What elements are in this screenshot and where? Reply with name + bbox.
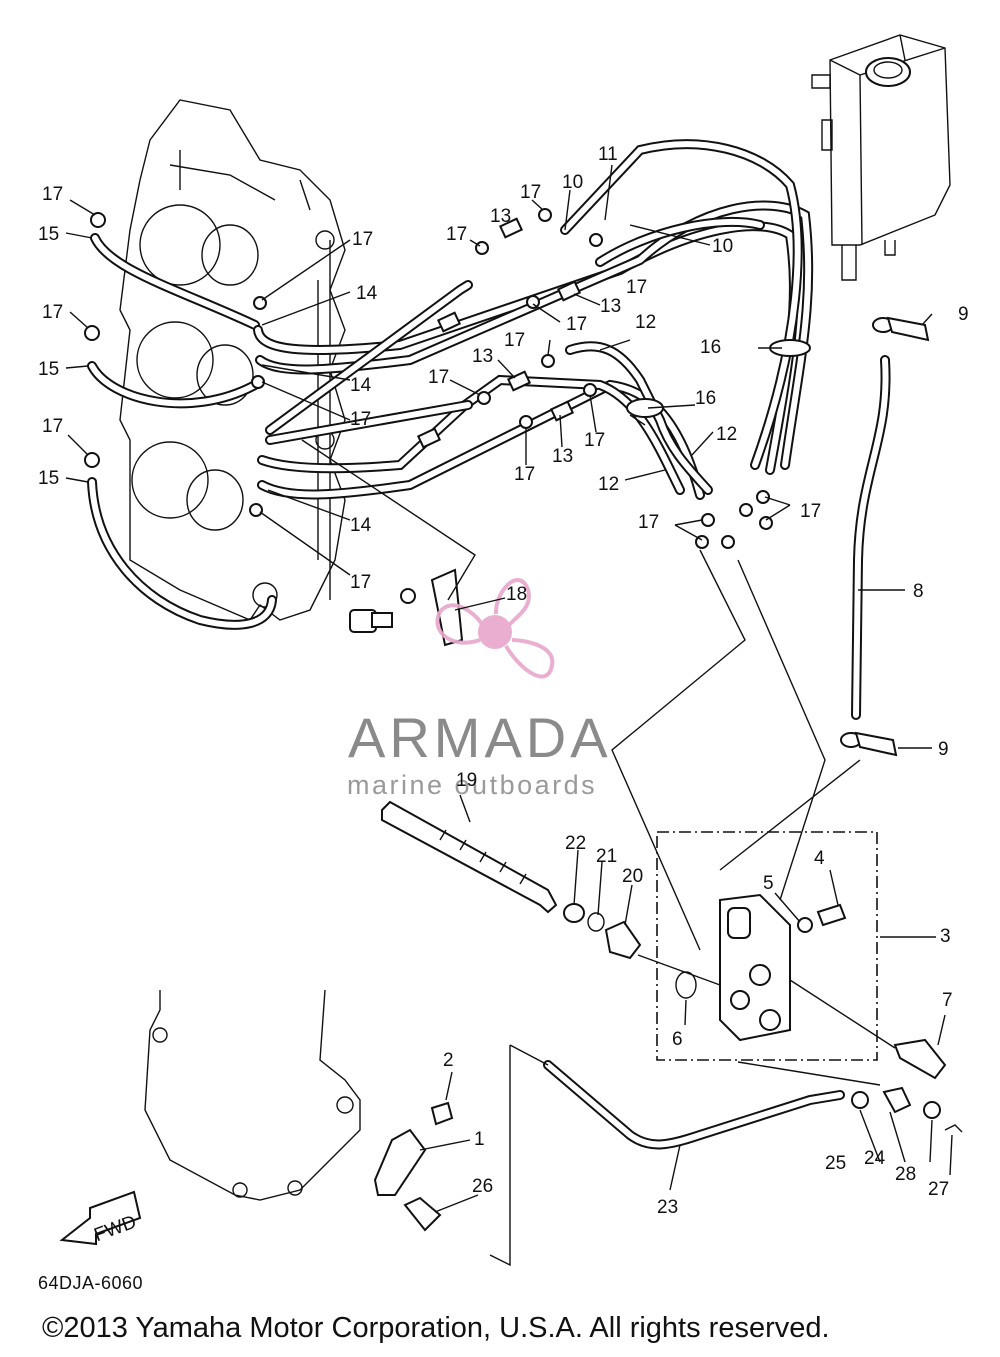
callout-4: 4 [814,848,825,869]
callout-14-b: 14 [350,375,372,396]
callout-10-right: 10 [712,236,733,257]
callout-8: 8 [913,581,924,602]
callout-17-l: 17 [428,367,449,388]
callout-18: 18 [506,584,527,605]
engine-block-illustration [119,99,346,621]
callout-17-a: 17 [42,184,63,205]
callout-15-b: 15 [38,359,59,380]
drawing-code: 64DJA-6060 [38,1273,144,1293]
hose-clamps-16 [626,339,811,418]
callout-1: 1 [474,1129,485,1150]
callout-17-e: 17 [350,409,371,430]
callout-12-left: 12 [598,474,619,495]
callout-17-g: 17 [446,224,467,245]
callout-13-c: 13 [472,346,493,367]
lower-engine-illustration [144,989,963,1232]
callout-17-d: 17 [352,229,373,250]
callout-28: 28 [895,1164,916,1185]
callout-17-i: 17 [626,277,647,298]
watermark-name: ARMADA [348,706,612,769]
callout-10-top: 10 [562,172,583,193]
oil-hoses-15 [87,233,277,630]
callout-27: 27 [928,1179,949,1200]
callout-2: 2 [443,1050,454,1071]
callout-3: 3 [940,926,951,947]
copyright-notice: ©2013 Yamaha Motor Corporation, U.S.A. A… [42,1312,830,1344]
callout-5: 5 [763,873,774,894]
callout-17-j: 17 [566,314,587,335]
leader-lines [65,164,953,1267]
callout-16-top: 16 [700,337,721,358]
callout-17-n: 17 [514,464,535,485]
callout-17-m: 17 [584,430,605,451]
callout-12-right: 12 [716,424,737,445]
watermark-subtitle: marine outboards [347,770,597,800]
callout-17-h: 17 [520,182,541,203]
callout-13-d: 13 [552,446,573,467]
armada-watermark: ARMADA marine outboards [347,578,612,800]
callout-9-top: 9 [958,304,969,325]
oil-pump-assembly-3 [656,831,947,1080]
callout-9-bottom: 9 [938,739,949,760]
callout-24: 24 [864,1148,886,1169]
callout-26: 26 [472,1176,493,1197]
callout-6: 6 [672,1029,683,1050]
forward-direction-arrow: FWD [59,1190,142,1246]
fittings-and-caps [84,208,773,549]
callout-13-b: 13 [600,296,621,317]
callout-14-c: 14 [350,515,372,536]
armada-propeller-logo [435,578,555,679]
callout-20: 20 [622,866,643,887]
callout-19: 19 [456,770,477,791]
callout-25: 25 [825,1153,846,1174]
callout-labels: 1 2 3 4 5 6 7 8 9 9 10 10 11 12 12 12 13… [38,144,969,1218]
oil-hose-8 [840,316,930,757]
callout-21: 21 [596,846,617,867]
callout-23: 23 [657,1197,678,1218]
callout-17-c: 17 [42,416,63,437]
callout-17-f: 17 [350,572,371,593]
callout-11: 11 [598,144,618,165]
callout-22: 22 [565,833,586,854]
callout-14-a: 14 [356,283,378,304]
callout-17-b: 17 [42,302,63,323]
drive-shaft-19 [381,800,642,960]
callout-12-top: 12 [635,312,656,333]
callout-17-p: 17 [800,501,821,522]
callout-7: 7 [942,990,953,1011]
callout-16-mid: 16 [695,388,716,409]
oil-tank-illustration [811,34,951,281]
callout-15-a: 15 [38,224,59,245]
callout-15-c: 15 [38,468,59,489]
callout-17-k: 17 [504,330,525,351]
callout-13-a: 13 [490,206,511,227]
callout-17-o: 17 [638,512,659,533]
